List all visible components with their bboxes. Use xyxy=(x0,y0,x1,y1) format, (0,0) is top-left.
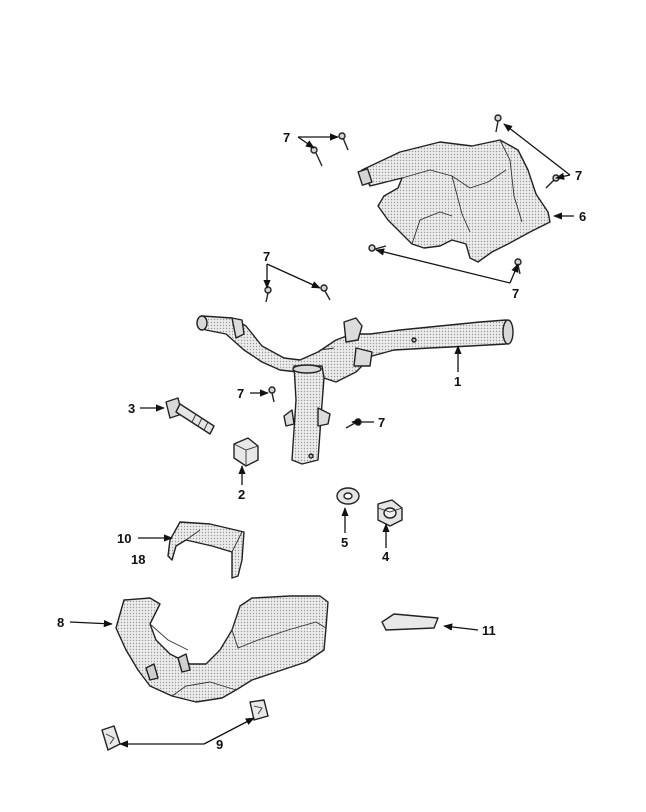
handlebar-lower-cover xyxy=(115,595,329,703)
callout-2: 2 xyxy=(238,487,245,502)
screw xyxy=(494,114,502,133)
callout-8: 8 xyxy=(57,615,64,630)
spacer xyxy=(233,437,259,467)
screw xyxy=(264,286,272,303)
screw xyxy=(320,284,331,301)
callout-5: 5 xyxy=(341,535,348,550)
callout-7-top-right: 7 xyxy=(575,168,582,183)
callout-7-top-left: 7 xyxy=(283,130,290,145)
callout-7-mid-right: 7 xyxy=(512,286,519,301)
callout-4: 4 xyxy=(382,549,390,564)
callout-1: 1 xyxy=(454,374,461,389)
clip-left xyxy=(101,725,121,751)
callout-3: 3 xyxy=(128,401,135,416)
washer xyxy=(336,487,360,505)
bracket-cover xyxy=(167,521,245,579)
clip-right xyxy=(249,699,269,721)
handlebar-upper-cover xyxy=(357,139,551,263)
screw xyxy=(545,174,560,189)
screw xyxy=(268,386,276,403)
nut xyxy=(377,499,403,527)
callout-7-bar-right: 7 xyxy=(378,415,385,430)
leader-lines xyxy=(69,123,574,748)
screw xyxy=(345,418,362,429)
bolt xyxy=(165,397,215,435)
callout-9: 9 xyxy=(216,737,223,752)
screw xyxy=(514,258,522,275)
screw xyxy=(338,132,349,151)
callout-6: 6 xyxy=(579,209,586,224)
pad xyxy=(381,613,439,631)
handlebar xyxy=(196,315,514,465)
screw xyxy=(310,146,323,167)
callout-7-bar-left: 7 xyxy=(237,386,244,401)
callout-7-mid-left: 7 xyxy=(263,249,270,264)
callout-10: 10 xyxy=(117,531,131,546)
callout-18: 18 xyxy=(131,552,145,567)
callout-labels: 7 7 6 7 7 1 7 3 7 2 5 4 10 18 8 11 9 xyxy=(57,130,586,752)
callout-11: 11 xyxy=(482,623,496,638)
